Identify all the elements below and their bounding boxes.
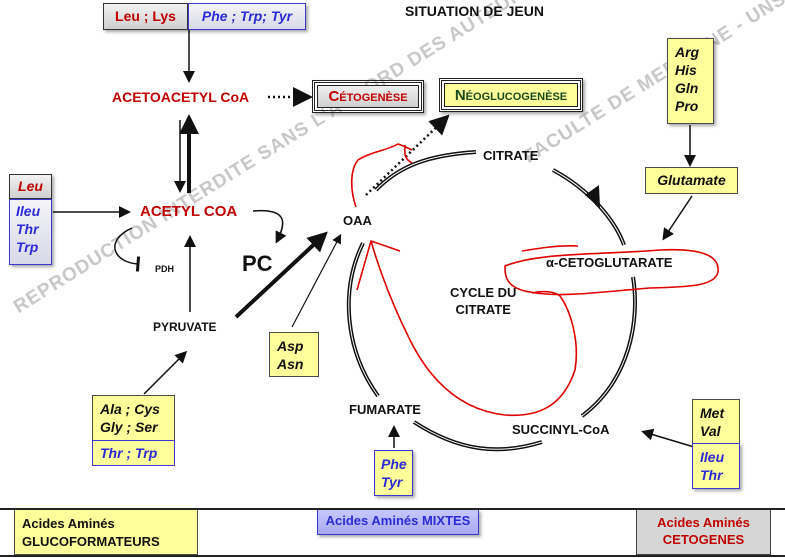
cycle-label: CYCLE DU CITRATE: [450, 284, 516, 318]
aa-pro: Pro: [675, 98, 699, 114]
metabolite-oaa: OAA: [343, 213, 372, 228]
legend-mixtes-label: Acides Aminés MIXTES: [325, 513, 471, 528]
aa-ileu-2: Ileu: [700, 449, 725, 465]
outcome-cetogenese-box: Cétogenèse: [312, 80, 424, 113]
activate-acetyl-pc: [252, 209, 287, 244]
aa-his: His: [675, 62, 697, 78]
aa-phe: Phe: [381, 456, 407, 472]
aa-met: Met: [700, 405, 725, 421]
metabolite-glutamate-box: Glutamate: [645, 167, 738, 194]
legend-mixtes: Acides Aminés MIXTES: [317, 510, 479, 535]
aa-box-succinyl-glucogenic: Met Val: [692, 399, 740, 444]
aa-box-top-ketogenic-text: Leu ; Lys: [115, 8, 176, 24]
aa-arg: Arg: [675, 44, 700, 60]
cycle-label-line2: CITRATE: [455, 302, 511, 317]
aa-box-fumarate-mixed: Phe Tyr: [374, 450, 413, 496]
arrow-pyruvate-to-oaa: [234, 231, 328, 319]
aa-box-pyruvate-mixed: Thr ; Trp: [92, 440, 175, 466]
arrow-alabox-to-pyruvate: [143, 350, 188, 395]
outcome-cetogenese-label: Cétogenèse: [328, 88, 408, 105]
aa-tyr: Tyr: [381, 474, 403, 490]
metabolite-citrate: CITRATE: [483, 148, 539, 163]
aa-gln: Gln: [675, 80, 699, 96]
legend-cetogenes: Acides Aminés CETOGENES: [636, 510, 771, 555]
aa-box-left-mixed: Ileu Thr Trp: [9, 199, 52, 265]
legend-glucoformateurs-line2: GLUCOFORMATEURS: [22, 534, 160, 549]
aa-leu: Leu: [18, 178, 43, 194]
metabolite-alpha-ketoglutarate: α-CETOGLUTARATE: [546, 255, 673, 270]
legend-glucoformateurs-line1: Acides Aminés: [22, 516, 115, 531]
metabolite-fumarate: FUMARATE: [349, 402, 421, 417]
outcome-neoglucogenese-box: Néoglucogenèse: [439, 78, 583, 112]
aa-thr-trp: Thr ; Trp: [100, 445, 158, 461]
citrate-arrowhead: [585, 185, 600, 208]
aa-box-top-mixed-text: Phe ; Trp; Tyr: [201, 8, 293, 24]
metabolite-glutamate: Glutamate: [657, 172, 726, 188]
aa-box-oaa-glucogenic: Asp Asn: [269, 332, 319, 377]
legend-cetogenes-line1: Acides Aminés: [657, 515, 750, 530]
inhibit-acetyl-pdh: [114, 227, 141, 272]
cycle-label-line1: CYCLE DU: [450, 285, 517, 300]
enzyme-pc: PC: [242, 251, 273, 276]
aa-ala-cys: Ala ; Cys: [100, 401, 160, 417]
aa-box-top-mixed: Phe ; Trp; Tyr: [188, 3, 306, 30]
metabolite-acetoacetyl-coa: ACETOACETYL CoA: [112, 89, 250, 105]
aa-box-pyruvate-glucogenic: Ala ; Cys Gly ; Ser: [92, 395, 175, 441]
aa-box-succinyl-mixed: Ileu Thr: [692, 443, 740, 489]
metabolite-succinyl-coa: SUCCINYL-CoA: [512, 422, 610, 437]
enzyme-pdh: PDH: [155, 264, 175, 274]
aa-thr-2: Thr: [700, 467, 723, 483]
arrow-metbox-to-succinyl: [641, 428, 695, 448]
aa-thr: Thr: [16, 221, 39, 237]
metabolite-pyruvate: PYRUVATE: [153, 320, 217, 334]
aa-box-top-ketogenic: Leu ; Lys: [103, 3, 188, 30]
aa-gly-ser: Gly ; Ser: [100, 419, 158, 435]
aa-val: Val: [700, 423, 721, 439]
aa-box-glutamate-glucogenic: Arg His Gln Pro: [667, 38, 714, 124]
legend-cetogenes-line2: CETOGENES: [662, 532, 745, 547]
arrow-glutamate-to-akg: [662, 195, 693, 241]
aa-ileu: Ileu: [16, 203, 41, 219]
hand-annotations: [350, 143, 719, 417]
metabolite-acetyl-coa: ACETYL COA: [140, 203, 238, 220]
aa-asn: Asn: [277, 356, 304, 372]
arrow-asp-to-oaa: [291, 233, 342, 328]
aa-trp: Trp: [16, 239, 39, 255]
outcome-neoglucogenese-label: Néoglucogenèse: [454, 86, 568, 104]
aa-asp: Asp: [277, 338, 304, 354]
page-title: SITUATION DE JEUN: [405, 3, 544, 19]
aa-box-left-ketogenic: Leu: [9, 174, 52, 199]
legend-glucoformateurs: Acides Aminés GLUCOFORMATEURS: [14, 510, 198, 555]
